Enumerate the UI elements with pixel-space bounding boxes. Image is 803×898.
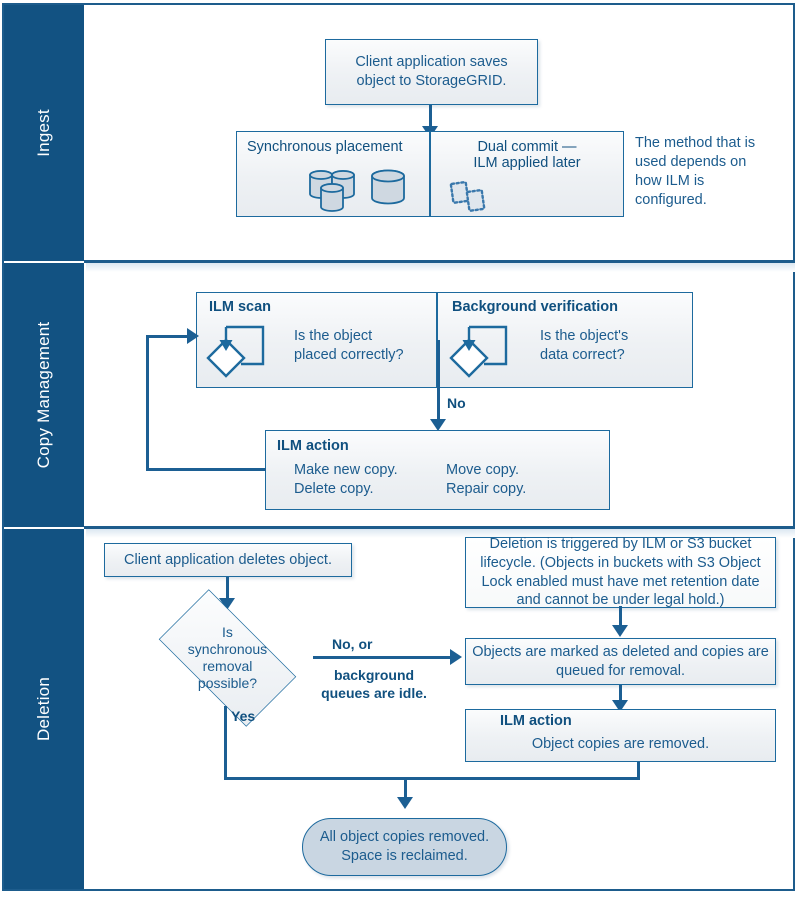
deletion-trigger-text: Deletion is triggered by ILM or S3 bucke… (480, 536, 761, 609)
branch-no-label-line1: No, or (332, 636, 373, 652)
trigger-to-marked-arrow (612, 625, 628, 637)
ingest-note: The method that is used depends on how I… (635, 135, 756, 209)
loop-left-line (146, 335, 149, 471)
terminator-down-line (404, 777, 407, 800)
branch-yes-label: Yes (231, 708, 256, 724)
deletion-terminator: All object copies removed. Space is recl… (302, 818, 507, 876)
loop-decision-icon-verification (443, 318, 515, 378)
synchronous-removal-decision: Is synchronous removal possible? (140, 589, 315, 727)
lane-divider-1 (84, 260, 795, 263)
deletion-ilm-action-body: Object copies are removed. (531, 736, 710, 752)
deletion-terminator-text: All object copies removed. Space is recl… (319, 829, 490, 864)
delete-to-decision-line (226, 577, 229, 601)
ilm-action-left-list: Make new copy. Delete copy. (294, 462, 398, 498)
no-branch-line (437, 340, 440, 422)
ilm-action-right-list: Move copy. Repair copy. (446, 462, 527, 498)
background-verification-header: Background verification (452, 299, 618, 315)
branch-no-label-line2: background queues are idle. (321, 667, 427, 701)
client-delete-box: Client application deletes object. (104, 543, 352, 577)
ilm-action-box (265, 430, 610, 510)
loop-bottom-line (146, 468, 266, 471)
lane-divider-2 (84, 526, 795, 529)
deletion-ilm-action-box (465, 709, 776, 762)
ilm-scan-header: ILM scan (209, 299, 272, 315)
ingest-start-box: Client application saves object to Stora… (325, 39, 538, 105)
marked-to-ilm-line (619, 685, 622, 703)
terminator-arrow (397, 797, 413, 809)
loop-decision-icon-scan (200, 318, 272, 378)
storage-cylinders-icon (304, 167, 410, 213)
deletion-trigger-box: Deletion is triggered by ILM or S3 bucke… (465, 536, 776, 609)
lane-label-deletion: Deletion (34, 677, 53, 741)
lane-divider-2-shadow (86, 529, 795, 538)
no-branch-label: No (447, 395, 466, 411)
loop-arrow (187, 328, 199, 344)
deletion-ilm-action-header: ILM action (500, 713, 572, 729)
lane-divider-1-shadow (86, 263, 795, 272)
yes-branch-vertical-line (224, 706, 227, 780)
decision-text: Is synchronous removal possible? (187, 624, 268, 691)
lane-band-deletion: Deletion (4, 529, 84, 889)
no-branch-arrow (430, 419, 446, 431)
join-horizontal-line (404, 777, 640, 780)
dashed-copies-icon (448, 180, 496, 214)
lane-label-copy-management: Copy Management (34, 321, 53, 469)
ingest-start-text: Client application saves object to Stora… (355, 54, 508, 89)
trigger-to-marked-line (619, 606, 622, 629)
ilm-scan-box (196, 292, 437, 388)
lane-band-ingest: Ingest (4, 5, 84, 261)
loop-top-line (146, 335, 192, 338)
yes-branch-horizontal-line (224, 777, 406, 780)
lane-label-ingest: Ingest (34, 109, 53, 157)
ilm-scan-question: Is the object placed correctly? (294, 328, 404, 364)
client-delete-text: Client application deletes object. (124, 551, 332, 568)
ingest-option-dual-commit-title: Dual commit — ILM applied later (473, 139, 581, 171)
ingest-option-synchronous-title: Synchronous placement (247, 139, 403, 155)
ilm-action-header: ILM action (277, 438, 349, 454)
no-branch-right-arrow (450, 649, 462, 665)
ingest-connector-line (429, 105, 432, 129)
no-branch-horizontal-line (313, 656, 454, 659)
ilm-action-down-line (637, 762, 640, 780)
background-verification-question: Is the object's data correct? (540, 328, 629, 364)
lane-band-copy-management: Copy Management (4, 263, 84, 527)
objects-marked-deleted-box: Objects are marked as deleted and copies… (465, 638, 776, 685)
objects-marked-deleted-text: Objects are marked as deleted and copies… (472, 643, 769, 679)
